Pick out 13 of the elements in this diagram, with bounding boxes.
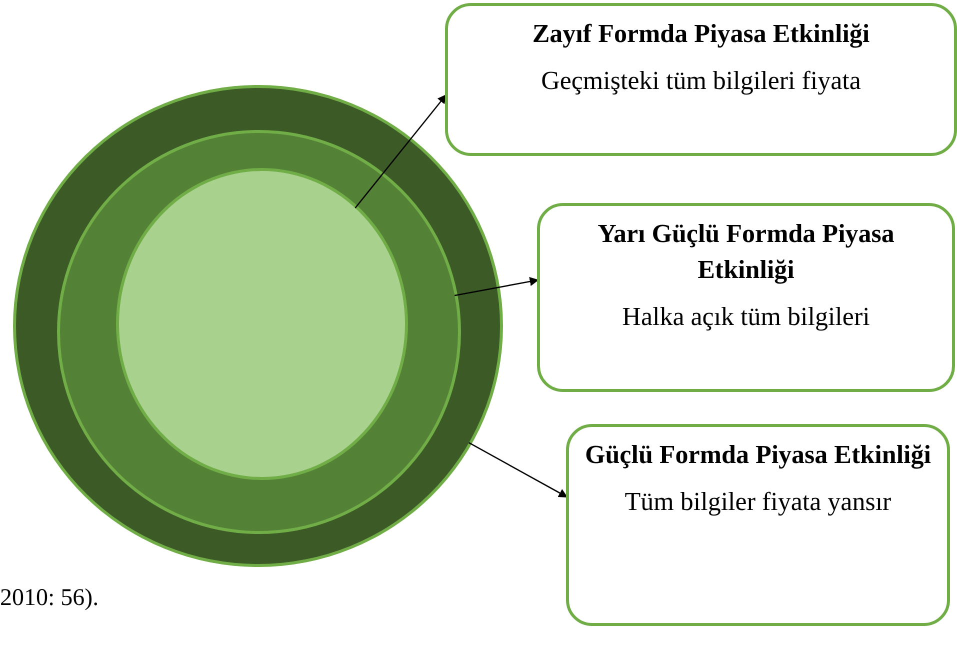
citation-text: 2010: 56). (0, 585, 99, 612)
box-heading: Güçlü Formda Piyasa Etkinliği (584, 439, 932, 471)
arrow (468, 442, 568, 498)
box-text: Geçmişteki tüm bilgileri fiyata (540, 65, 862, 97)
box-heading: Yarı Güçlü Formda Piyasa Etkinliği (596, 218, 896, 286)
box-text: Tüm bilgiler fiyata yansır (624, 486, 892, 518)
callout-box (445, 3, 957, 156)
arrow (354, 94, 447, 208)
arrow (454, 277, 539, 296)
callout-box (537, 203, 955, 392)
box-text: Halka açık tüm bilgileri (621, 301, 871, 333)
box-heading: Zayıf Formda Piyasa Etkinliği (531, 18, 871, 50)
callout-box (566, 424, 950, 626)
